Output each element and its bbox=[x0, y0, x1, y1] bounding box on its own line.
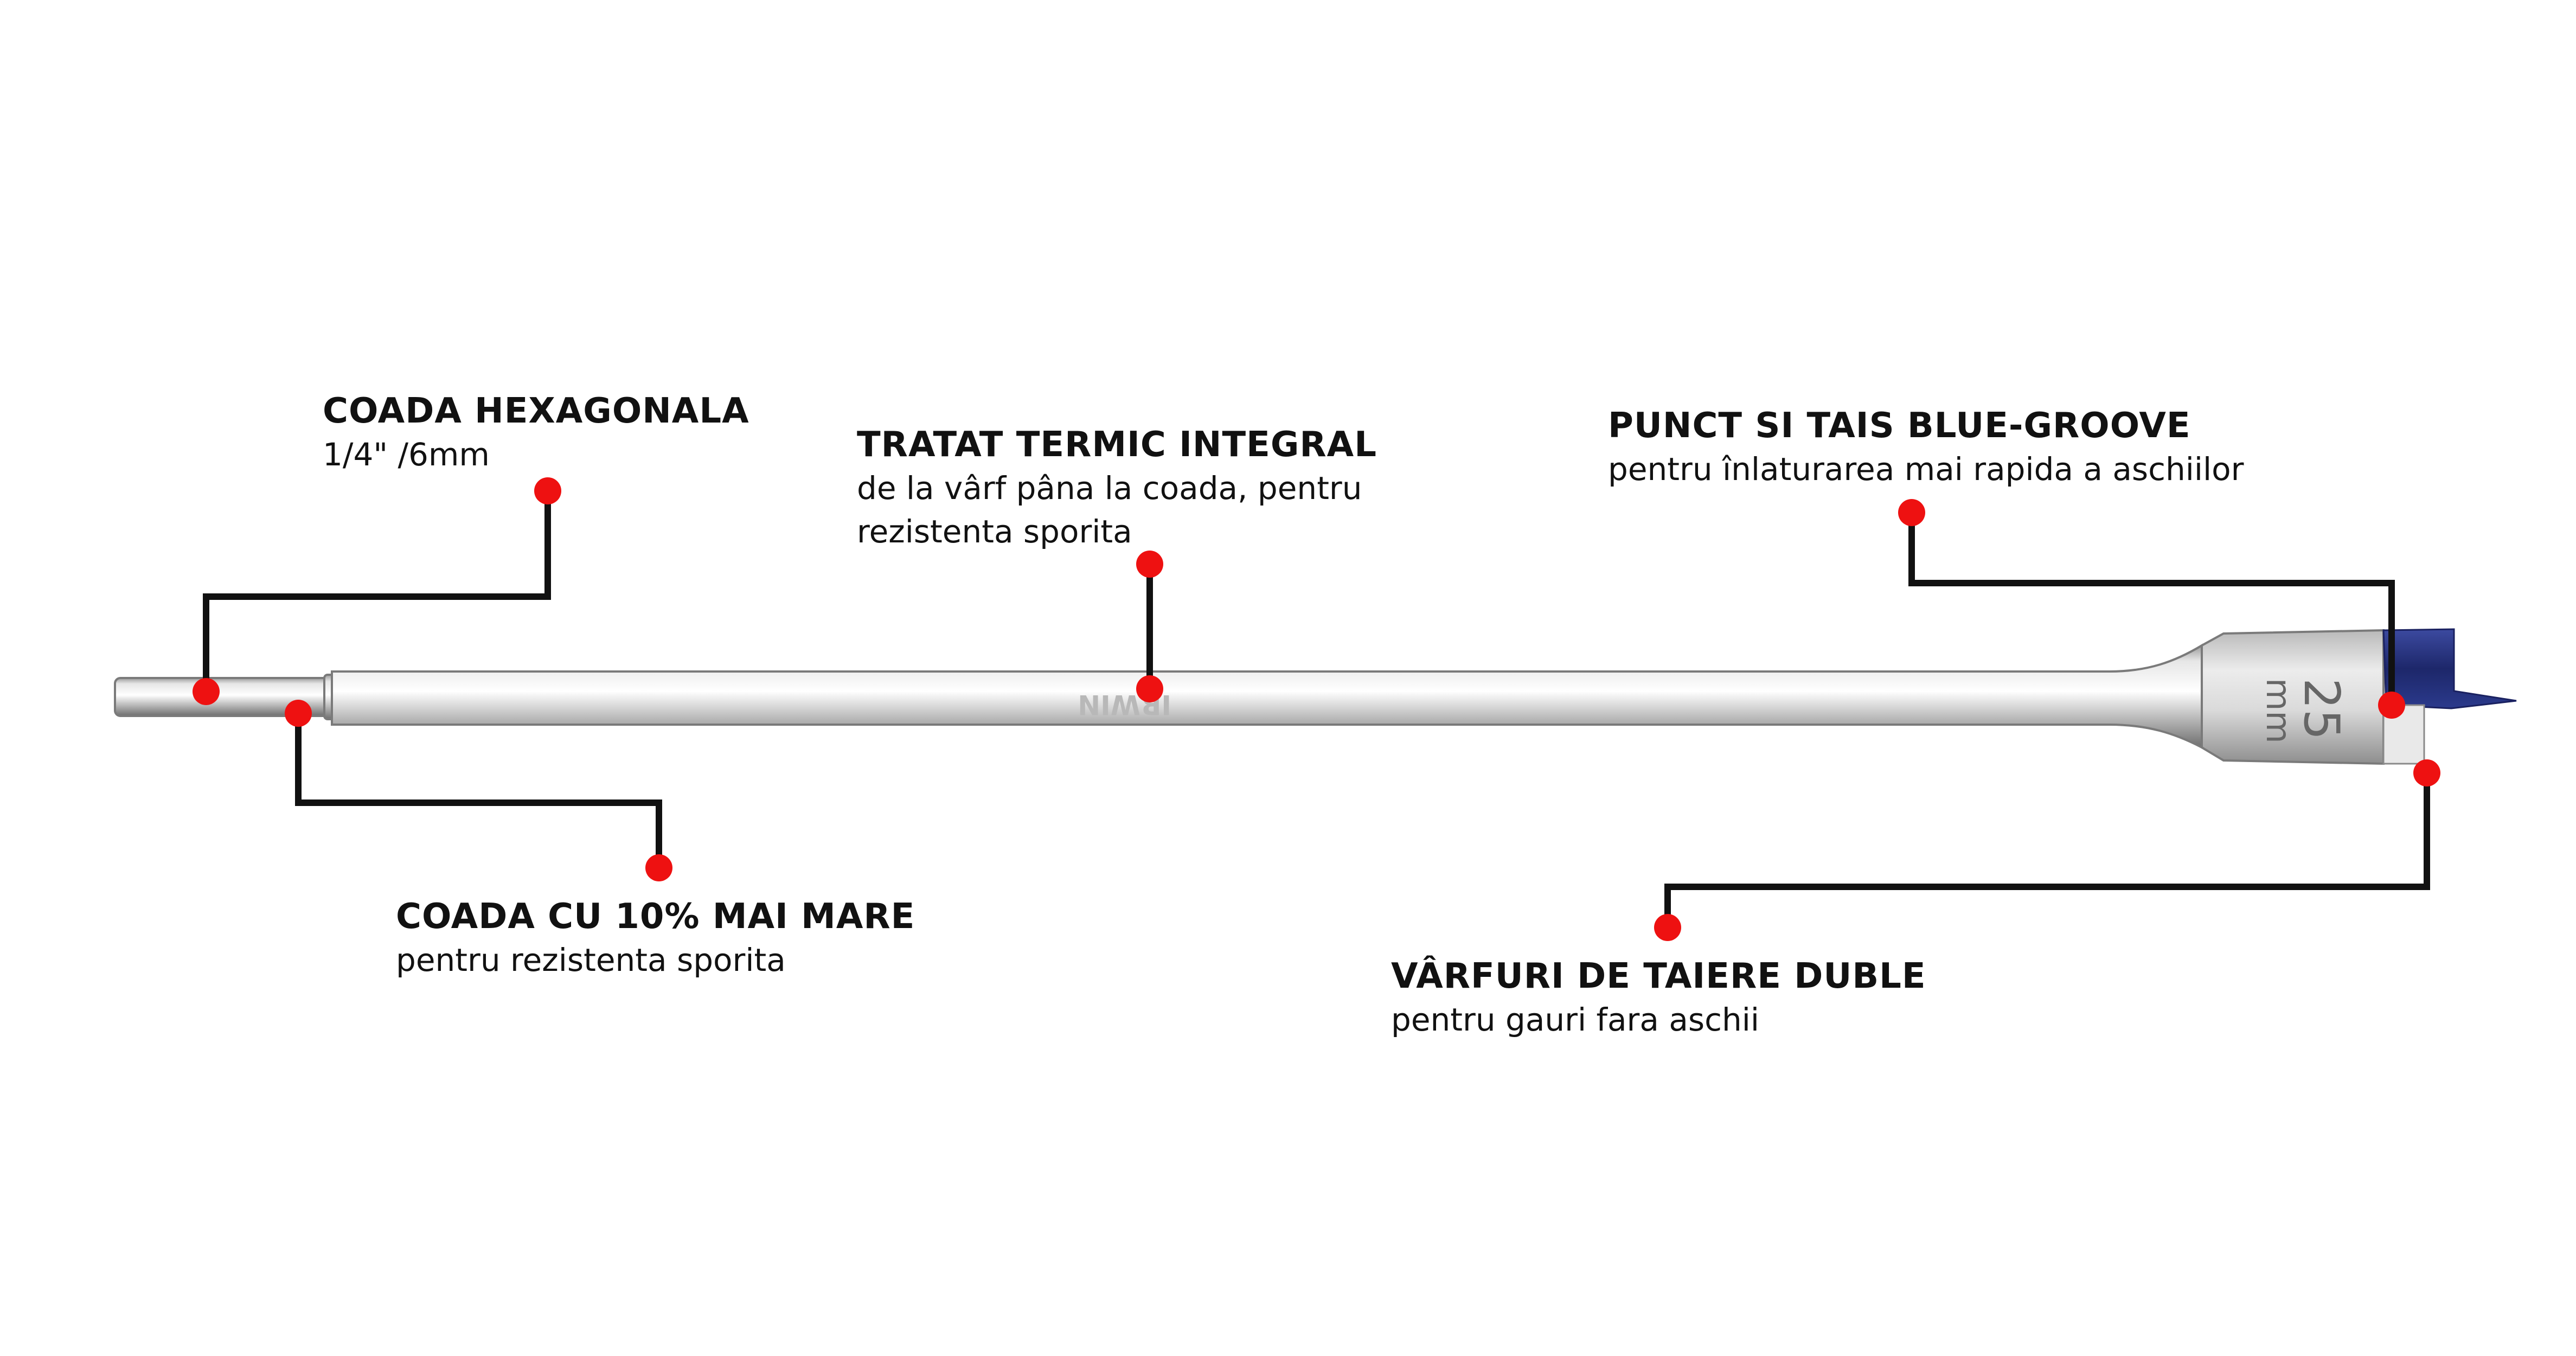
spade-bit: IRWIN 25 mm bbox=[114, 628, 2517, 765]
marker-shank-collar bbox=[285, 700, 312, 727]
leader-lines bbox=[203, 491, 2430, 928]
callout-hex-shank: COADA HEXAGONALA 1/4" /6mm bbox=[323, 389, 749, 476]
callout-desc: pentru rezistenta sporita bbox=[396, 942, 786, 978]
callout-desc: pentru gauri fara aschii bbox=[1391, 1001, 1759, 1038]
leader-blue-groove bbox=[1908, 513, 2395, 705]
marker-tips-title bbox=[1654, 914, 1681, 941]
callout-double-tips: VÂRFURI DE TAIERE DUBLE pentru gauri far… bbox=[1391, 955, 1926, 1041]
callout-heat-treated: TRATAT TERMIC INTEGRAL de la vârf pâna l… bbox=[857, 423, 1481, 553]
callout-desc: 1/4" /6mm bbox=[323, 436, 490, 473]
callout-desc: de la vârf pâna la coada, pentru reziste… bbox=[857, 470, 1362, 550]
unit-label: mm bbox=[2259, 678, 2298, 744]
leader-hex-shank bbox=[203, 491, 551, 692]
marker-hex-title bbox=[534, 477, 561, 504]
callout-bigger-shank: COADA CU 10% MAI MARE pentru rezistenta … bbox=[396, 895, 915, 982]
blue-groove-point bbox=[2382, 628, 2517, 709]
markers bbox=[193, 477, 2440, 941]
leader-bigger-shank bbox=[295, 713, 662, 868]
callout-title: TRATAT TERMIC INTEGRAL bbox=[857, 425, 1377, 465]
marker-blue-point bbox=[2378, 692, 2405, 719]
callout-desc: pentru înlaturarea mai rapida a aschiilo… bbox=[1608, 451, 2244, 488]
leader-double-tips bbox=[1664, 773, 2430, 928]
marker-hex-shank bbox=[193, 678, 220, 705]
marker-heat-title bbox=[1136, 551, 1163, 578]
main-shaft bbox=[331, 643, 2203, 750]
marker-blue-title bbox=[1898, 499, 1925, 526]
callout-title: VÂRFURI DE TAIERE DUBLE bbox=[1391, 956, 1926, 996]
marker-shank-title bbox=[645, 854, 672, 881]
size-label: 25 bbox=[2293, 678, 2350, 740]
callout-title: COADA HEXAGONALA bbox=[323, 391, 749, 431]
marker-tips-spur bbox=[2413, 759, 2440, 786]
callout-title: COADA CU 10% MAI MARE bbox=[396, 897, 915, 937]
callout-title: PUNCT SI TAIS BLUE-GROOVE bbox=[1608, 406, 2191, 446]
callout-blue-groove: PUNCT SI TAIS BLUE-GROOVE pentru înlatur… bbox=[1608, 404, 2244, 491]
marker-heat-shaft bbox=[1136, 675, 1163, 702]
